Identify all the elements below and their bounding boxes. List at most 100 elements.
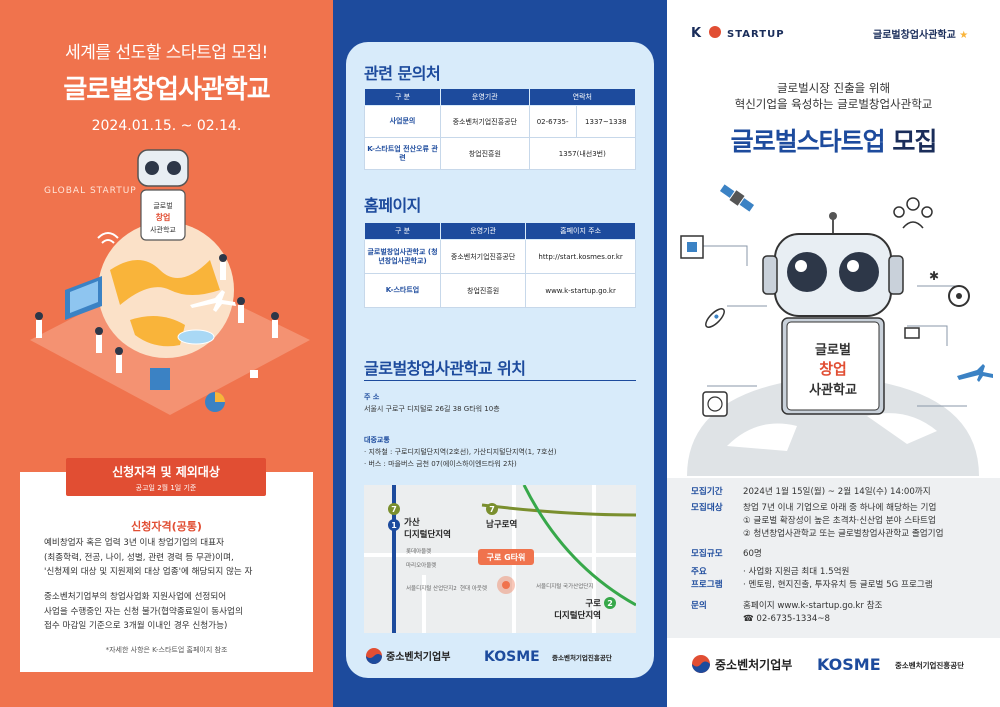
global-startup-label: GLOBAL STARTUP (44, 186, 137, 196)
location-heading: 글로벌창업사관학교 위치 (364, 359, 526, 378)
kstartup-logo-text: STARTUP (727, 29, 785, 40)
subway-line-2 (522, 485, 636, 607)
table-row: K-스타트업 창업진흥원 www.k-startup.go.kr (364, 273, 636, 308)
station-guro-2: 디지털단지역 (554, 610, 601, 621)
info-value: 60명 (743, 549, 762, 559)
qualification-line: 사업을 수행중인 자는 신청 불가(협약종료일이 동사업의 (44, 606, 243, 617)
map-place: 서울디지털 국가산업단지 (536, 582, 593, 590)
info-key: 모집대상 (691, 503, 723, 513)
info-key: 문의 (691, 601, 707, 611)
homepage-link[interactable]: www.k-startup.go.kr (525, 273, 636, 308)
global-startup-illustration: 글로벌 창업 사관학교 (30, 149, 310, 415)
info-line: ① 글로벌 확장성이 높은 초격차·신산업 분야 스타트업 (743, 516, 936, 526)
transit-subway: · 지하철 : 구로디지털단지역(2호선), 가산디지털단지역(1, 7호선) (364, 448, 557, 456)
subway-line-7 (481, 503, 636, 517)
school-logo: 글로벌창업사관학교 ★ (873, 26, 968, 41)
team-icon (893, 197, 933, 229)
inquiry-phone[interactable]: ☎ 02-6735-1334~8 (743, 614, 830, 624)
hologram-platform-icon (177, 329, 215, 345)
map-place: 현대 아웃렛 (460, 584, 487, 592)
location-map: 7 1 가산 디지털단지역 7 남구로역 구로 G타워 2 구로 디지털단지역 … (364, 485, 636, 633)
bluetooth-icon: ✱ (929, 269, 939, 283)
subway-badge-text: 7 (391, 505, 397, 514)
qualification-note: *자세한 사항은 K-스타트업 홈페이지 참조 (105, 646, 228, 654)
eligibility-badge-sub: 공고일 2월 1일 기준 (135, 484, 197, 492)
info-line: · 멘토링, 현지진출, 투자유치 등 글로벌 5G 프로그램 (743, 580, 933, 590)
subway-badge-text: 7 (489, 505, 495, 514)
address-value: 서울시 구로구 디지털로 26길 38 G타워 10층 (364, 405, 500, 413)
wifi-icon (97, 232, 119, 244)
left-panel: 세계를 선도할 스타트업 모집! 글로벌창업사관학교 2024.01.15. ~… (0, 0, 333, 707)
subway-badge-1 (388, 519, 400, 531)
table-header: 운영기관 (439, 222, 527, 240)
station-namguro: 남구로역 (486, 519, 517, 530)
robot-sign-line3: 사관학교 (809, 382, 857, 398)
transit-block: 대중교통 · 지하철 : 구로디지털단지역(2호선), 가산디지털단지역(1, … (364, 434, 557, 470)
transit-bus: · 버스 : 마을버스 금천 07(에이스하이엔드타워 2차) (364, 460, 517, 468)
airplane-icon (957, 364, 993, 382)
mss-logo-text: 중소벤처기업부 (715, 657, 792, 672)
left-subtitle: 세계를 선도할 스타트업 모집! (65, 43, 268, 63)
circuit-lines (697, 245, 967, 407)
table-cell-label: 글로벌창업사관학교 (청년창업사관학교) (364, 239, 441, 274)
subway-badge-text: 2 (607, 599, 613, 608)
right-title-main: 글로벌스타트업 (730, 127, 893, 156)
star-icon: ★ (959, 30, 969, 41)
qualification-title: 신청자격(공통) (131, 520, 202, 533)
table-header: 구 분 (364, 88, 441, 106)
kosme-logo-text: KOSME (817, 655, 881, 674)
table-header: 구 분 (364, 222, 441, 240)
mss-logo-text: 중소벤처기업부 (386, 650, 450, 663)
kstartup-logo-k: K (691, 26, 703, 41)
table-cell: 1337~1338 (575, 105, 637, 138)
gear-icon (948, 285, 970, 307)
school-logo-text: 글로벌창업사관학교 (873, 30, 956, 41)
homepage-link[interactable]: http://start.kosmes.or.kr (525, 239, 636, 274)
table-header: 연락처 (528, 88, 637, 106)
info-value: · 사업화 지원금 최대 1.5억원 · 멘토링, 현지진출, 투자유치 등 글… (743, 566, 983, 592)
right-logos: 중소벤처기업부 KOSME 중소벤처기업진흥공단 (692, 655, 964, 674)
subway-badge-7 (388, 503, 400, 515)
middle-logos: 중소벤처기업부 KOSME 중소벤처기업진흥공단 (366, 648, 612, 665)
qualification-paragraph-1: 예비창업자 혹은 업력 3년 이내 창업기업의 대표자 (최종학력, 전공, 나… (44, 536, 304, 580)
table-row: 사업문의 중소벤처기업진흥공단 02-6735- 1337~1338 (364, 105, 637, 138)
target-label: 구로 G타워 (487, 552, 526, 562)
robot-icon: 글로벌 창업 사관학교 (137, 149, 189, 241)
divider (364, 380, 636, 381)
left-header: 세계를 선도할 스타트업 모집! 글로벌창업사관학교 2024.01.15. ~… (0, 38, 333, 134)
robot-sign-line1: 글로벌 (153, 201, 172, 210)
qualification-paragraph-2: 중소벤처기업부의 창업사업화 지원사업에 선정되어 사업을 수행중인 자는 신청… (44, 590, 304, 634)
middle-panel: 관련 문의처 구 분 운영기관 연락처 사업문의 중소벤처기업진흥공단 02-6… (333, 0, 667, 707)
homepage-table: 구 분 운영기관 홈페이지 주소 글로벌창업사관학교 (청년창업사관학교) 중소… (364, 222, 636, 308)
table-cell: 1357(내선3번) (528, 137, 637, 170)
pie-chart-icon (205, 392, 225, 412)
people-figures (35, 254, 279, 390)
robot-illustration: 글로벌 창업 사관학교 ✱ (680, 184, 993, 476)
qualification-line: 접수 마감일 기준으로 3개월 이내인 경우 신청가능) (44, 621, 228, 631)
right-subtitle-line: 글로벌시장 진출을 위해 (776, 81, 891, 95)
robot-sign-line2: 창업 (819, 360, 847, 378)
info-key: 모집규모 (691, 549, 723, 559)
subway-badge-7b (486, 503, 498, 515)
right-subtitle: 글로벌시장 진출을 위해 혁신기업을 육성하는 글로벌창업사관학교 (667, 80, 1000, 112)
rocket-icon (705, 308, 725, 328)
mss-logo-icon (366, 648, 382, 664)
presentation-icon (904, 327, 920, 339)
airplane-icon (190, 290, 236, 312)
info-key: 모집기간 (691, 487, 723, 497)
subway-badge-text: 1 (391, 521, 397, 530)
info-value: 홈페이지 www.k-startup.go.kr 참조 ☎ 02-6735-13… (743, 600, 983, 626)
info-value: 창업 7년 이내 기업으로 아래 중 하나에 해당하는 기업 ① 글로벌 확장성… (743, 502, 983, 541)
table-row: 글로벌창업사관학교 (청년창업사관학교) 중소벤처기업진흥공단 http://s… (364, 239, 636, 274)
contact-table: 구 분 운영기관 연락처 사업문의 중소벤처기업진흥공단 02-6735- 13… (364, 88, 637, 170)
globe-sign-icon (702, 391, 728, 417)
inquiry-homepage[interactable]: 홈페이지 www.k-startup.go.kr 참조 (743, 601, 883, 611)
map-place: 롯데아울렛 (406, 547, 431, 555)
recruit-info-box: 모집기간 2024년 1월 15일(월) ~ 2월 14일(수) 14:00까지… (667, 478, 1000, 638)
info-key-line: 주요 (691, 567, 707, 577)
chip-icon (680, 235, 704, 259)
map-place: 마리오아울렛 (406, 561, 436, 569)
eligibility-badge-title: 신청자격 및 제외대상 (112, 465, 220, 479)
table-cell: 중소벤처기업진흥공단 (439, 239, 527, 274)
monitor-icon (65, 276, 102, 320)
